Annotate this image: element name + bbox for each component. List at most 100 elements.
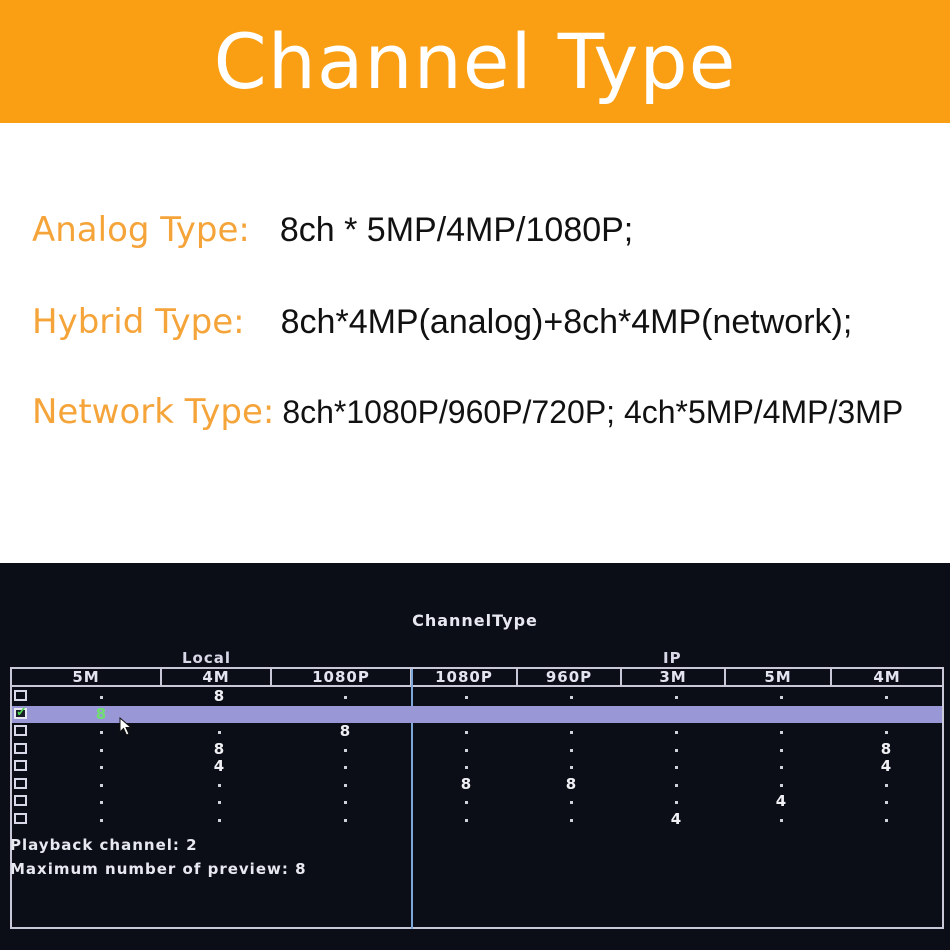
max-preview-text: Maximum number of preview: 8 <box>10 860 307 878</box>
empty-cell-dot[interactable] <box>885 801 888 804</box>
empty-cell-dot[interactable] <box>780 748 783 752</box>
empty-cell-dot[interactable] <box>100 696 103 699</box>
column-header: 1080P <box>412 669 518 687</box>
empty-cell-dot[interactable] <box>465 801 468 804</box>
empty-cell-dot[interactable] <box>218 783 221 787</box>
row-checkbox[interactable] <box>14 760 27 771</box>
table-row[interactable]: 8 <box>12 688 942 705</box>
channel-count-cell[interactable]: 4 <box>775 792 787 810</box>
spec-value: 8ch*4MP(analog)+8ch*4MP(network); <box>280 303 853 341</box>
empty-cell-dot[interactable] <box>885 731 888 734</box>
empty-cell-dot[interactable] <box>675 696 678 699</box>
empty-cell-dot[interactable] <box>465 696 468 699</box>
empty-cell-dot[interactable] <box>570 801 573 804</box>
empty-cell-dot[interactable] <box>675 748 678 752</box>
checkmark-icon: ✓ <box>16 703 27 719</box>
column-header: 1080P <box>272 669 412 687</box>
table-row[interactable]: 4 <box>12 793 942 810</box>
spec-label: Analog Type: <box>32 210 250 250</box>
spec-hybrid: Hybrid Type: 8ch*4MP(analog)+8ch*4MP(netw… <box>32 302 852 342</box>
empty-cell-dot[interactable] <box>570 731 573 734</box>
channel-count-cell[interactable]: 8 <box>339 722 351 740</box>
channel-count-cell[interactable]: 8 <box>95 704 107 723</box>
mouse-cursor-icon <box>119 717 133 736</box>
group-local-label: Local <box>182 649 232 667</box>
empty-cell-dot[interactable] <box>570 748 573 752</box>
empty-cell-dot[interactable] <box>465 748 468 752</box>
table-row[interactable]: ✓8 <box>12 704 942 723</box>
table-row[interactable]: 8 <box>12 723 942 740</box>
empty-cell-dot[interactable] <box>100 818 103 822</box>
channel-count-cell[interactable]: 8 <box>460 774 472 793</box>
empty-cell-dot[interactable] <box>885 696 888 699</box>
empty-cell-dot[interactable] <box>344 766 347 769</box>
row-checkbox[interactable] <box>14 812 27 824</box>
empty-cell-dot[interactable] <box>344 696 347 699</box>
empty-cell-dot[interactable] <box>344 818 347 822</box>
channel-count-cell[interactable]: 8 <box>565 774 577 793</box>
column-header: 3M <box>622 669 726 687</box>
empty-cell-dot[interactable] <box>780 766 783 769</box>
empty-cell-dot[interactable] <box>570 696 573 699</box>
channel-count-cell[interactable]: 4 <box>213 757 225 775</box>
empty-cell-dot[interactable] <box>780 783 783 787</box>
empty-cell-dot[interactable] <box>218 818 221 822</box>
empty-cell-dot[interactable] <box>344 801 347 804</box>
empty-cell-dot[interactable] <box>780 818 783 822</box>
empty-cell-dot[interactable] <box>570 818 573 822</box>
empty-cell-dot[interactable] <box>465 766 468 769</box>
empty-cell-dot[interactable] <box>675 731 678 734</box>
column-header: 4M <box>832 669 942 687</box>
empty-cell-dot[interactable] <box>100 748 103 752</box>
empty-cell-dot[interactable] <box>570 766 573 769</box>
table-row[interactable]: 4 <box>12 809 942 828</box>
empty-cell-dot[interactable] <box>465 731 468 734</box>
empty-cell-dot[interactable] <box>885 818 888 822</box>
empty-cell-dot[interactable] <box>344 783 347 787</box>
channel-count-cell[interactable]: 4 <box>670 809 682 828</box>
banner-title: Channel Type <box>213 17 737 106</box>
spec-label: Network Type: <box>32 392 275 432</box>
empty-cell-dot[interactable] <box>218 731 221 734</box>
spec-network: Network Type:8ch*1080P/960P/720P; 4ch*5M… <box>32 392 903 432</box>
row-checkbox[interactable] <box>14 725 27 736</box>
spec-analog: Analog Type:8ch * 5MP/4MP/1080P; <box>32 210 633 250</box>
empty-cell-dot[interactable] <box>100 801 103 804</box>
spec-value: 8ch*1080P/960P/720P; 4ch*5MP/4MP/3MP <box>282 394 904 430</box>
local-ip-divider <box>411 669 413 929</box>
empty-cell-dot[interactable] <box>675 766 678 769</box>
column-header: 5M <box>726 669 832 687</box>
playback-channel-text: Playback channel: 2 <box>10 836 198 854</box>
empty-cell-dot[interactable] <box>780 696 783 699</box>
empty-cell-dot[interactable] <box>465 818 468 822</box>
channel-count-cell[interactable]: 8 <box>880 739 892 758</box>
channel-count-cell[interactable]: 4 <box>880 757 892 775</box>
channel-count-cell[interactable]: 8 <box>213 687 225 705</box>
empty-cell-dot[interactable] <box>218 801 221 804</box>
empty-cell-dot[interactable] <box>675 783 678 787</box>
column-header: 960P <box>518 669 622 687</box>
empty-cell-dot[interactable] <box>100 731 103 734</box>
dvr-dialog-title: ChannelType <box>412 611 538 630</box>
row-checkbox[interactable] <box>14 795 27 806</box>
empty-cell-dot[interactable] <box>885 783 888 787</box>
channel-count-cell[interactable]: 8 <box>213 739 225 758</box>
row-checkbox[interactable] <box>14 777 27 789</box>
banner: Channel Type <box>0 0 950 123</box>
row-checkbox[interactable] <box>14 690 27 701</box>
empty-cell-dot[interactable] <box>780 731 783 734</box>
empty-cell-dot[interactable] <box>100 766 103 769</box>
column-header: 4M <box>162 669 272 687</box>
empty-cell-dot[interactable] <box>675 801 678 804</box>
empty-cell-dot[interactable] <box>100 783 103 787</box>
column-header: 5M <box>12 669 162 687</box>
empty-cell-dot[interactable] <box>344 748 347 752</box>
row-checkbox[interactable] <box>14 742 27 754</box>
spec-label: Hybrid Type: <box>32 302 245 342</box>
row-checkbox[interactable]: ✓ <box>14 704 27 719</box>
